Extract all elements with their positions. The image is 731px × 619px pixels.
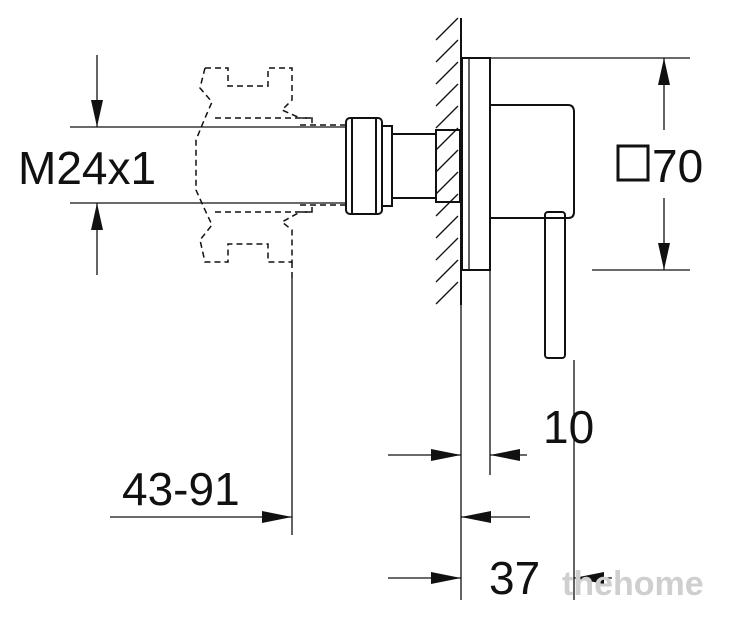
offset-label: 10: [543, 401, 594, 453]
dimension-projection: 37: [388, 360, 612, 604]
dimension-offset: 10: [388, 270, 594, 600]
dimension-depth-range: 43-91: [110, 278, 293, 535]
thread-label: M24x1: [18, 142, 156, 194]
square-symbol-icon: [616, 144, 650, 182]
thread-connector: [345, 117, 461, 215]
dimension-plate-size: 70: [490, 57, 703, 271]
dimension-thread: M24x1: [18, 55, 346, 275]
escutcheon-and-handle: [461, 57, 575, 359]
concealed-valve-body-dashed: [195, 67, 345, 278]
wall-hatching: [435, 17, 462, 305]
plate-size-label: 70: [652, 140, 703, 192]
projection-label: 37: [489, 552, 540, 604]
watermark-logo: thehome: [562, 565, 704, 603]
depth-range-label: 43-91: [122, 463, 240, 515]
